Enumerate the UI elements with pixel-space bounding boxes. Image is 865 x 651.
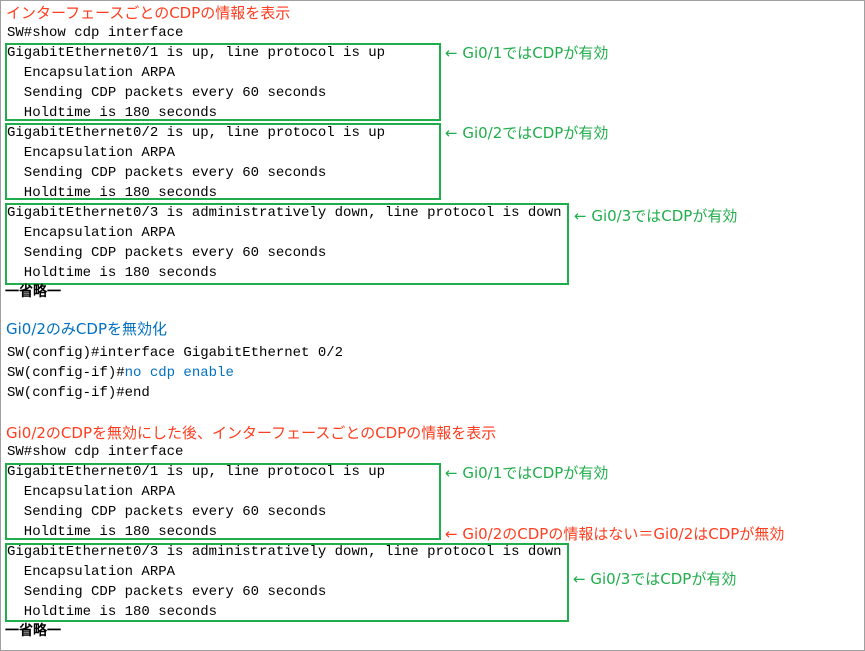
gi03-box-after — [5, 543, 569, 622]
output-line: GigabitEthernet0/1 is up, line protocol … — [7, 45, 386, 61]
output-line: GigabitEthernet0/1 is up, line protocol … — [7, 464, 386, 480]
output-line: Holdtime is 180 seconds — [7, 105, 218, 121]
output-line: Holdtime is 180 seconds — [7, 265, 218, 281]
section3-command: SW#show cdp interface — [7, 444, 184, 460]
section2-heading: Gi0/2のみCDPを無効化 — [6, 320, 168, 338]
output-line: GigabitEthernet0/3 is administratively d… — [7, 205, 562, 221]
output-line: Encapsulation ARPA — [7, 564, 176, 580]
config-line: SW(config-if)#no cdp enable — [7, 363, 234, 383]
output-line: Holdtime is 180 seconds — [7, 185, 218, 201]
omitted-marker: 一省略一 — [5, 285, 61, 301]
output-line: GigabitEthernet0/2 is up, line protocol … — [7, 125, 386, 141]
section1-command: SW#show cdp interface — [7, 25, 184, 41]
annotation-gi03: ← Gi0/3ではCDPが有効 — [574, 207, 738, 225]
annotation-gi02-disabled: ← Gi0/2のCDPの情報はない＝Gi0/2はCDPが無効 — [445, 525, 785, 543]
output-line: Sending CDP packets every 60 seconds — [7, 245, 327, 261]
output-line: Encapsulation ARPA — [7, 145, 176, 161]
output-line: Holdtime is 180 seconds — [7, 604, 218, 620]
annotation-gi01: ← Gi0/1ではCDPが有効 — [445, 44, 609, 62]
output-line: GigabitEthernet0/3 is administratively d… — [7, 544, 562, 560]
omitted-marker: 一省略一 — [5, 624, 61, 640]
output-line: Sending CDP packets every 60 seconds — [7, 165, 327, 181]
gi02-box — [5, 123, 441, 200]
config-prompt: SW(config-if)# — [7, 365, 125, 381]
output-line: Encapsulation ARPA — [7, 65, 176, 81]
output-line: Encapsulation ARPA — [7, 225, 176, 241]
output-line: Sending CDP packets every 60 seconds — [7, 504, 327, 520]
section1-heading: インターフェースごとのCDPの情報を表示 — [6, 4, 291, 22]
config-line: SW(config)#interface GigabitEthernet 0/2 — [7, 345, 344, 361]
section3-heading: Gi0/2のCDPを無効にした後、インターフェースごとのCDPの情報を表示 — [6, 424, 497, 442]
gi01-box — [5, 43, 441, 121]
output-line: Holdtime is 180 seconds — [7, 524, 218, 540]
output-line: Sending CDP packets every 60 seconds — [7, 85, 327, 101]
annotation-gi03-after: ← Gi0/3ではCDPが有効 — [573, 570, 737, 588]
annotation-gi02: ← Gi0/2ではCDPが有効 — [445, 124, 609, 142]
config-command-highlight: no cdp enable — [124, 365, 234, 381]
config-line: SW(config-if)#end — [7, 385, 150, 401]
gi03-box — [5, 203, 569, 285]
output-line: Encapsulation ARPA — [7, 484, 176, 500]
annotation-gi01-after: ← Gi0/1ではCDPが有効 — [445, 464, 609, 482]
output-line: Sending CDP packets every 60 seconds — [7, 584, 327, 600]
gi01-box-after — [5, 463, 441, 540]
